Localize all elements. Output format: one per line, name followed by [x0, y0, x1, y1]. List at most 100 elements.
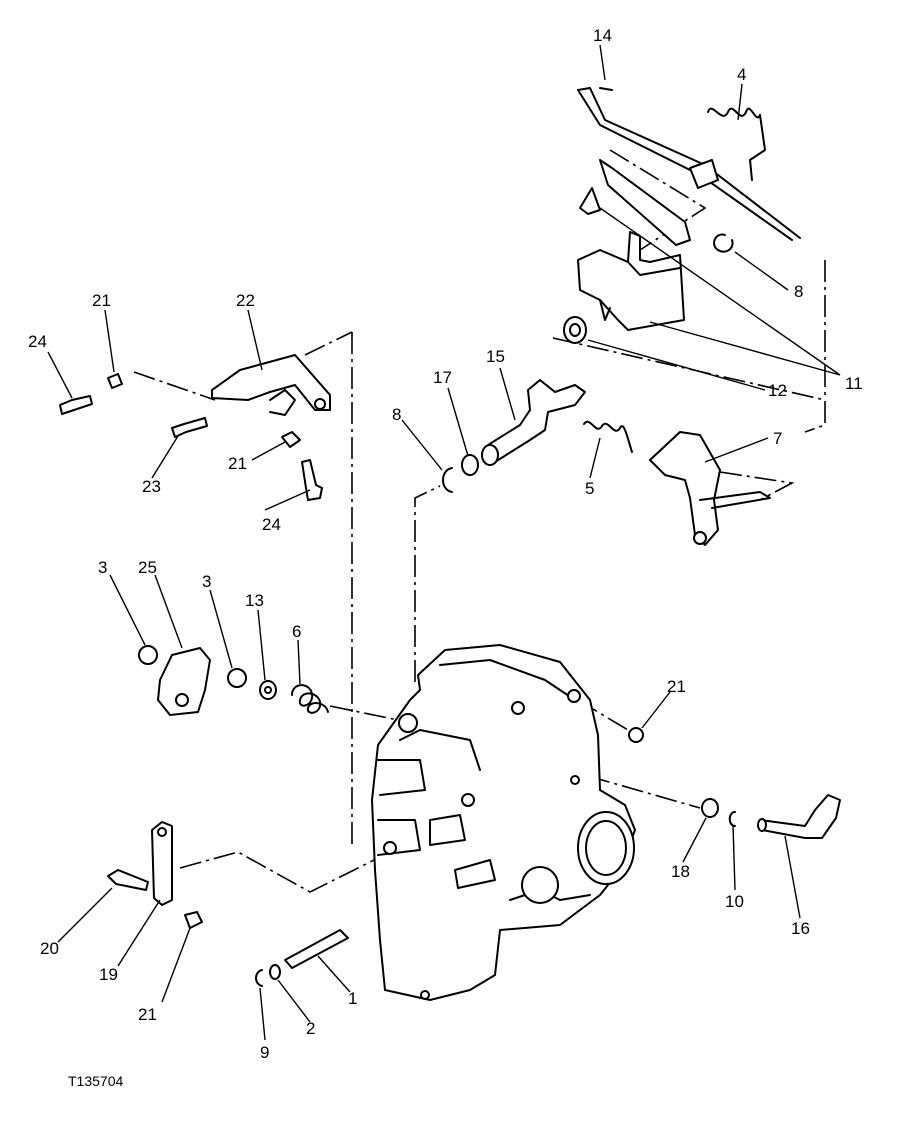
callout-3-left: 3: [98, 558, 107, 577]
rod-collar: [689, 159, 719, 189]
lever-7-body: [649, 431, 721, 546]
leader-18: [682, 817, 707, 863]
o-ring-17: [461, 454, 479, 476]
leader-4: [737, 83, 743, 121]
spring-5: [583, 420, 633, 453]
o-ring-18: [701, 798, 719, 818]
assembly-line-19: [179, 851, 391, 893]
callout-21-bottom: 21: [138, 1005, 157, 1024]
leader-19: [117, 899, 161, 967]
callout-8-lower: 8: [392, 405, 401, 424]
shaft-16: [759, 794, 841, 839]
nut-21-mid: [281, 431, 301, 448]
callout-19: 19: [99, 965, 118, 984]
housing-slot: [429, 814, 466, 846]
cam-25-hole: [175, 693, 189, 707]
housing-lug-lower: [377, 819, 421, 856]
callout-16: 16: [791, 919, 810, 938]
leader-2: [277, 979, 311, 1023]
throttle-rod-14-edge: [577, 89, 793, 241]
assembly-line-8: [414, 485, 441, 682]
leader-8b: [401, 419, 443, 471]
leader-24b: [264, 489, 311, 511]
e-clip-8-upper: [713, 233, 734, 253]
callout-1: 1: [348, 989, 357, 1008]
callout-4: 4: [737, 65, 746, 84]
spring-4: [707, 107, 761, 119]
bracket-22-hole: [314, 398, 326, 410]
callout-8-upper: 8: [794, 282, 803, 301]
lever-19-group: [107, 821, 203, 929]
clip-2: [269, 964, 281, 980]
callout-13: 13: [245, 591, 264, 610]
leader-10: [732, 824, 736, 891]
spring-6: [291, 684, 329, 714]
lever-19-top-hole: [157, 827, 167, 837]
figure-reference-code: T135704: [68, 1073, 123, 1089]
callout-7: 7: [773, 429, 782, 448]
lever-7: [649, 431, 771, 546]
callout-25: 25: [138, 558, 157, 577]
clip-9: [255, 969, 263, 987]
housing-hole-2: [420, 990, 430, 1000]
housing-boss-1: [511, 701, 525, 715]
leader-9: [259, 987, 266, 1041]
assembly-line-6: [329, 705, 399, 721]
shaft-16-group: [628, 727, 841, 839]
cap-screw-20: [107, 869, 149, 891]
leader-5: [589, 437, 601, 479]
leader-14: [599, 44, 606, 81]
leader-25: [154, 574, 183, 649]
pin-1: [284, 929, 349, 969]
callout-10: 10: [725, 892, 744, 911]
housing-bore-upper: [398, 713, 418, 733]
housing-boss-3: [461, 793, 475, 807]
leader-11b: [649, 321, 841, 376]
leader-15: [499, 367, 516, 421]
nut-3-left: [138, 645, 158, 665]
callout-14: 14: [593, 26, 612, 45]
leader-lines: [47, 44, 841, 1041]
lever-7-pin: [699, 491, 771, 509]
callout-24-top: 24: [28, 332, 47, 351]
leader-8a: [734, 251, 789, 291]
leader-1: [317, 955, 351, 993]
callout-12: 12: [768, 381, 787, 400]
nut-21-lower: [184, 911, 203, 929]
pin-group: [255, 929, 349, 987]
housing-hole-1: [570, 775, 580, 785]
housing-window: [454, 859, 496, 889]
cam-group: [138, 645, 329, 716]
throttle-bracket-assembly: [563, 87, 801, 344]
governor-housing: [371, 644, 636, 1001]
leader-7: [704, 437, 769, 463]
bracket-22: [211, 354, 331, 411]
leader-17: [447, 387, 469, 457]
e-clip-8-lower: [442, 467, 453, 493]
cam-plate-25: [157, 647, 211, 716]
leader-11a: [599, 207, 841, 376]
leader-16: [784, 835, 801, 919]
housing-boss-2: [567, 689, 581, 703]
bracket-12-edge: [627, 261, 681, 276]
callout-15: 15: [486, 347, 505, 366]
shaft-16-end: [757, 818, 767, 832]
assembly-line-7: [719, 471, 795, 501]
callout-11: 11: [845, 374, 863, 393]
callout-21-top: 21: [92, 291, 111, 310]
callout-5: 5: [585, 479, 594, 498]
housing-port-inner: [585, 820, 627, 876]
leader-21a: [104, 309, 115, 373]
shaft-15-end: [481, 444, 499, 466]
bracket-22-group: [59, 354, 331, 501]
bracket-plate-11: [599, 159, 691, 246]
lever-19: [151, 821, 173, 906]
cap-screw-24-top: [59, 395, 93, 415]
housing-lug-upper: [377, 759, 426, 796]
callout-3-right: 3: [202, 572, 211, 591]
housing-bore-lower: [383, 841, 397, 855]
spring-4-hook: [749, 114, 766, 181]
washer-13-hole: [264, 686, 272, 694]
